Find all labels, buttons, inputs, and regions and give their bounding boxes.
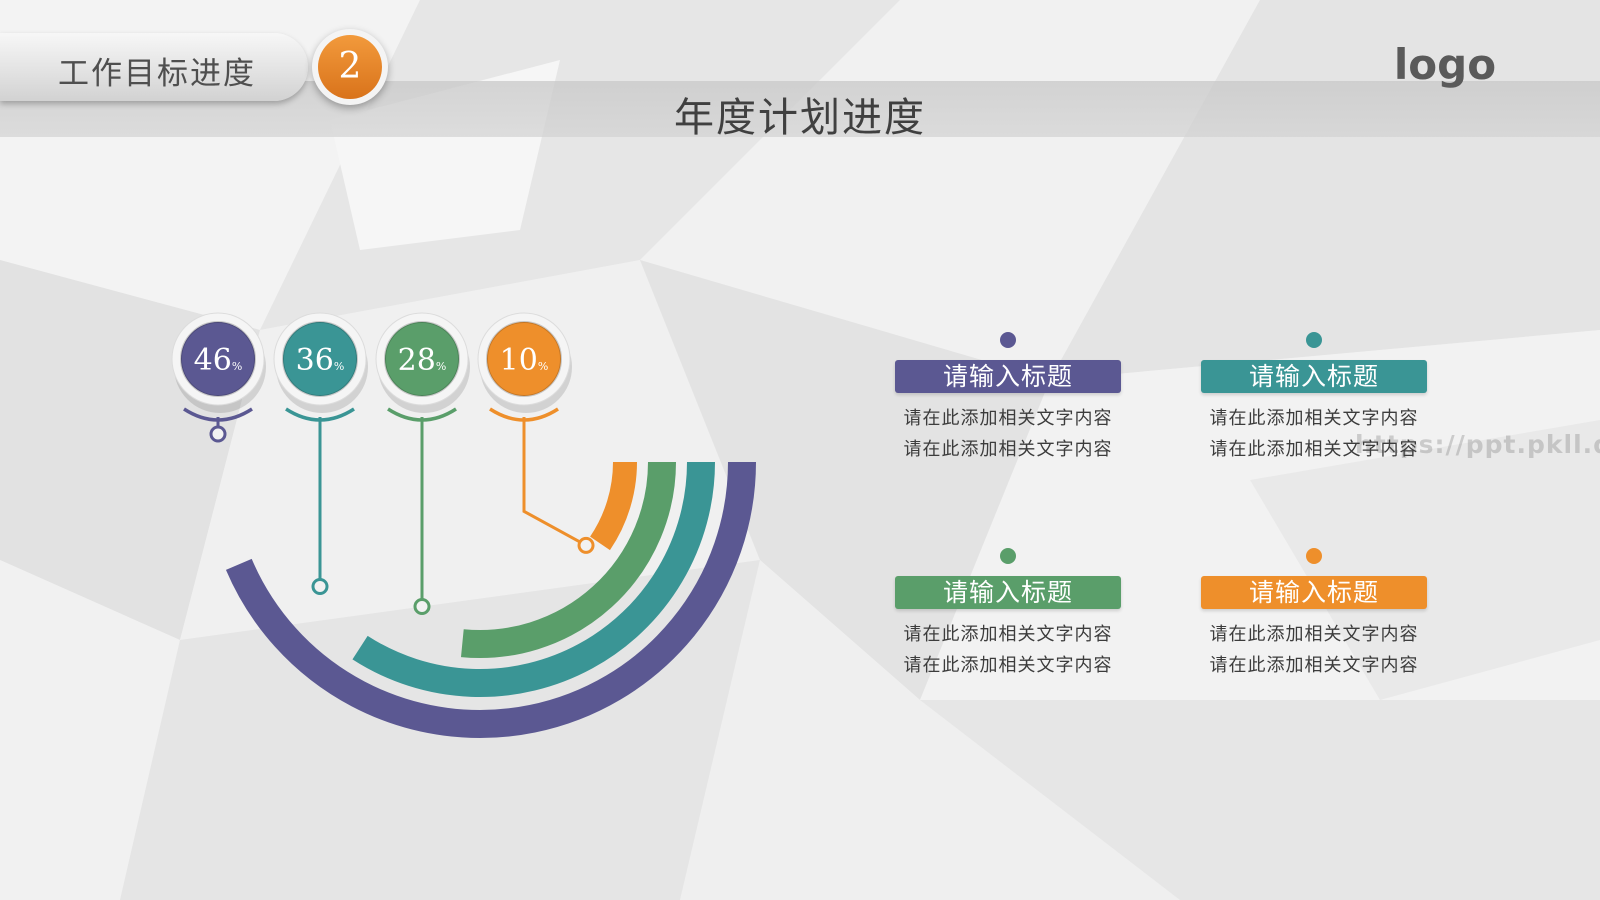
progress-arc [352,461,715,697]
connector-anchor [209,425,227,443]
connector-anchor [577,536,595,554]
circle-bracket [285,407,355,422]
section-title: 工作目标进度 [58,56,256,92]
circle-bracket [489,407,559,422]
percent-label: 36% [296,343,345,378]
progress-arc [225,461,756,738]
info-card-text: 请在此添加相关文字内容 [903,408,1113,429]
percent-circle [282,321,358,397]
info-card: 请输入标题 请在此添加相关文字内容 请在此添加相关文字内容 [895,548,1121,681]
info-card-text: 请在此添加相关文字内容 [903,624,1113,645]
logo: logo [1393,40,1497,89]
circle-bracket [387,407,457,422]
info-card-title: 请输入标题 [895,576,1121,609]
info-card-dot [1000,332,1016,348]
info-card-dot [1306,332,1322,348]
info-card-text: 请在此添加相关文字内容 [1209,655,1419,676]
info-card-text: 请在此添加相关文字内容 [1209,408,1419,429]
progress-arc [461,461,676,658]
info-card-text: 请在此添加相关文字内容 [1209,439,1419,460]
percent-label: 10% [500,343,549,378]
connector-anchor [311,577,329,595]
info-card-title: 请输入标题 [1201,360,1427,393]
info-card: 请输入标题 请在此添加相关文字内容 请在此添加相关文字内容 [1201,332,1427,465]
connector-anchor [413,598,431,616]
connector-line [522,417,587,547]
percent-circle [384,321,460,397]
circle-bracket [183,407,253,422]
info-card: 请输入标题 请在此添加相关文字内容 请在此添加相关文字内容 [1201,548,1427,681]
progress-arc [589,461,637,551]
info-card-text: 请在此添加相关文字内容 [1209,624,1419,645]
section-tab [0,33,308,101]
info-card-text: 请在此添加相关文字内容 [903,655,1113,676]
percent-circle [180,321,256,397]
info-card-dot [1306,548,1322,564]
info-card: 请输入标题 请在此添加相关文字内容 请在此添加相关文字内容 [895,332,1121,465]
info-card-title: 请输入标题 [895,360,1121,393]
section-number-badge: 2 [312,29,388,105]
watermark: https://ppt.pkll.de [1355,430,1600,459]
info-card-text: 请在此添加相关文字内容 [903,439,1113,460]
section-number: 2 [318,35,382,99]
percent-label: 46% [194,343,243,378]
info-card-dot [1000,548,1016,564]
percent-label: 28% [398,343,447,378]
page-title: 年度计划进度 [674,95,926,141]
percent-circle [486,321,562,397]
info-card-title: 请输入标题 [1201,576,1427,609]
